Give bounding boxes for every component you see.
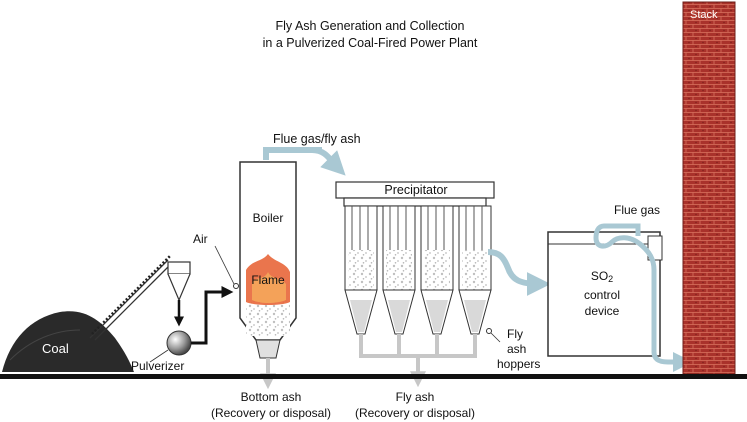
stack	[682, 1, 736, 375]
hoppers-line-1: Fly	[507, 327, 523, 341]
fly-ash-line-2: (Recovery or disposal)	[354, 406, 476, 420]
pulverizer-hopper	[167, 261, 191, 327]
title-line-2: in a Pulverized Coal-Fired Power Plant	[262, 36, 478, 50]
pulverizer-icon	[166, 330, 192, 356]
bottom-ash-line-1: Bottom ash	[240, 390, 302, 404]
flue-gas-to-stack-arrow	[593, 223, 693, 372]
boiler-label: Boiler	[252, 211, 284, 225]
fly-ash-label: Fly ash (Recovery or disposal)	[340, 389, 490, 421]
coal-feed-line	[191, 286, 234, 345]
fly-ash-hoppers-label: Fly ash hoppers	[497, 327, 540, 372]
so2-text: SO	[590, 269, 609, 283]
coal-label: Coal	[42, 341, 69, 356]
hoppers-line-2: ash	[507, 342, 527, 356]
so2-device-label: SO2 control device	[554, 268, 650, 319]
diagram-title: Fly Ash Generation and Collection in a P…	[210, 18, 530, 52]
hopper-pointer	[486, 328, 492, 334]
air-leader	[214, 245, 235, 285]
flue-gas-to-so2-arrow	[487, 249, 551, 296]
air-label: Air	[193, 232, 208, 246]
pulverizer-label: Pulverizer	[131, 359, 185, 373]
stack-label: Stack	[690, 9, 718, 21]
title-line-1: Fly Ash Generation and Collection	[275, 19, 465, 33]
hoppers-line-3: hoppers	[497, 357, 541, 371]
boiler	[239, 161, 297, 390]
fly-ash-line-1: Fly ash	[395, 390, 435, 404]
so2-subscript: 2	[608, 274, 614, 284]
coal-conveyor	[89, 255, 173, 341]
so2-control-device	[547, 231, 663, 357]
flue-gas-fly-ash-label: Flue gas/fly ash	[273, 132, 361, 146]
bottom-ash-line-2: (Recovery or disposal)	[210, 406, 332, 420]
pulverizer-leader	[149, 349, 169, 363]
ground-line	[0, 374, 747, 379]
precipitator-label: Precipitator	[384, 183, 448, 197]
air-inlet	[233, 283, 239, 289]
flue-gas-label: Flue gas	[614, 203, 661, 217]
so2-line-3: device	[584, 304, 620, 318]
precipitator	[335, 181, 495, 335]
fly-ash-collection-pipe	[359, 334, 477, 388]
so2-line-2: control	[583, 288, 621, 302]
bottom-ash-label: Bottom ash (Recovery or disposal)	[196, 389, 346, 421]
flame-label: Flame	[251, 273, 285, 287]
